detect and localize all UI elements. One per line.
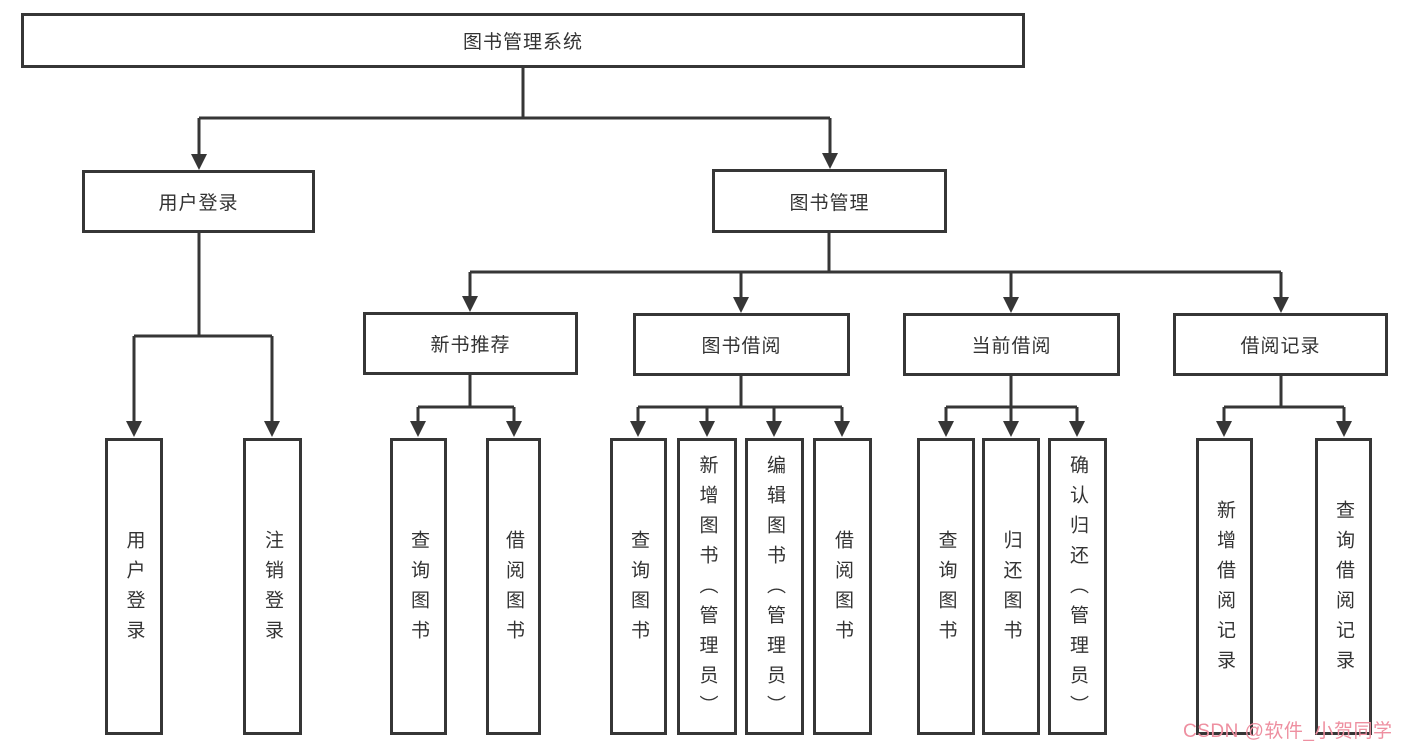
leaf-add-borrow-record: 新增借阅记录 <box>1196 438 1253 735</box>
leaf-borrow-books: 借阅图书 <box>813 438 872 735</box>
node-borrow-records: 借阅记录 <box>1173 313 1388 376</box>
leaf-query-borrow-record: 查询借阅记录 <box>1315 438 1372 735</box>
leaf-return-books: 归还图书 <box>982 438 1040 735</box>
leaf-user-login: 用户登录 <box>105 438 163 735</box>
node-library-system: 图书管理系统 <box>21 13 1025 68</box>
node-user-login: 用户登录 <box>82 170 315 233</box>
leaf-borrow-books-newbook: 借阅图书 <box>486 438 541 735</box>
leaf-query-books-current: 查询图书 <box>917 438 975 735</box>
leaf-add-books-admin: 新增图书（管理员） <box>677 438 737 735</box>
leaf-confirm-return-admin: 确认归还（管理员） <box>1048 438 1107 735</box>
node-new-book-recommend: 新书推荐 <box>363 312 578 375</box>
leaf-logout: 注销登录 <box>243 438 302 735</box>
leaf-edit-books-admin: 编辑图书（管理员） <box>745 438 804 735</box>
node-book-management: 图书管理 <box>712 169 947 233</box>
csdn-watermark: CSDN @软件_小贺同学 <box>1183 721 1393 742</box>
node-book-borrow: 图书借阅 <box>633 313 850 376</box>
leaf-query-books-newbook: 查询图书 <box>390 438 447 735</box>
node-current-borrow: 当前借阅 <box>903 313 1120 376</box>
leaf-query-books-borrow: 查询图书 <box>610 438 667 735</box>
